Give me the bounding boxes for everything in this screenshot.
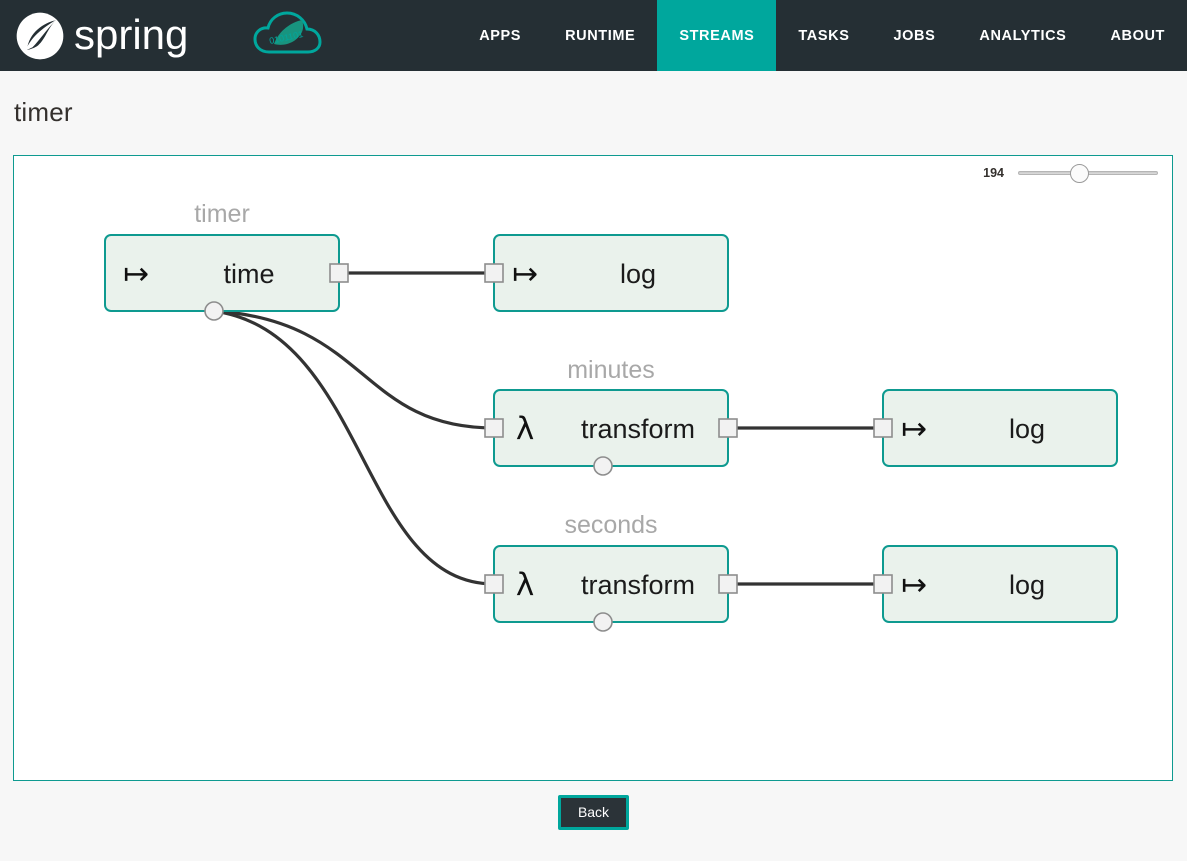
node-input-port[interactable] (873, 418, 893, 438)
graph-node-log-sink-seconds[interactable]: ↦ log (873, 545, 1118, 623)
graph-link[interactable] (212, 309, 496, 430)
zoom-control: 194 (983, 164, 1158, 183)
nav-item-apps[interactable]: APPS (457, 0, 543, 71)
graph-group-label: minutes (567, 356, 655, 384)
footer: Back (0, 795, 1187, 830)
lambda-processor-icon: λ (516, 567, 534, 603)
brand-logo[interactable]: spring 0101101 (0, 0, 324, 71)
nav-item-jobs[interactable]: JOBS (872, 0, 958, 71)
node-output-port[interactable] (718, 418, 738, 438)
spring-wordmark: spring (74, 11, 188, 58)
graph-node-transform-seconds[interactable]: λ transform (484, 545, 738, 632)
node-label: transform (581, 414, 695, 444)
svg-text:spring: spring (74, 11, 188, 58)
node-label: transform (581, 570, 695, 600)
zoom-slider[interactable] (1018, 164, 1158, 183)
sink-arrow-icon: ↦ (901, 411, 927, 447)
nav-label-about: ABOUT (1110, 27, 1165, 44)
nav-item-analytics[interactable]: ANALYTICS (957, 0, 1088, 71)
nav-item-runtime[interactable]: RUNTIME (543, 0, 657, 71)
nav-label-tasks: TASKS (798, 27, 850, 44)
source-arrow-icon: ↦ (123, 256, 149, 292)
nav-item-streams[interactable]: STREAMS (657, 0, 777, 71)
link-layer (212, 271, 885, 586)
node-label: time (223, 259, 274, 289)
graph-node-log-sink-timer[interactable]: ↦ log (484, 234, 729, 312)
graph-node-time-source[interactable]: ↦ time (104, 234, 349, 321)
node-input-port[interactable] (873, 574, 893, 594)
node-output-port[interactable] (329, 263, 349, 283)
stream-definition-canvas[interactable]: 194 timer minutes seconds ↦ time ↦ log λ transfo… (13, 155, 1173, 781)
graph-node-transform-minutes[interactable]: λ transform (484, 389, 738, 476)
nav-label-apps: APPS (479, 27, 522, 44)
zoom-value: 194 (983, 166, 1004, 180)
nav-item-about[interactable]: ABOUT (1088, 0, 1187, 71)
nav-label-runtime: RUNTIME (565, 27, 636, 44)
graph-group-label: seconds (564, 511, 657, 539)
sink-arrow-icon: ↦ (901, 567, 927, 603)
node-label: log (1009, 570, 1045, 600)
graph-link[interactable] (212, 309, 496, 586)
node-output-port[interactable] (718, 574, 738, 594)
node-tap-port[interactable] (593, 456, 613, 476)
node-input-port[interactable] (484, 418, 504, 438)
graph-node-log-sink-minutes[interactable]: ↦ log (873, 389, 1118, 467)
stream-graph[interactable]: timer minutes seconds ↦ time ↦ log λ transform ↦ l… (14, 156, 1172, 780)
sink-arrow-icon: ↦ (512, 256, 538, 292)
node-tap-port[interactable] (204, 301, 224, 321)
nav-label-streams: STREAMS (679, 27, 755, 44)
nav-item-tasks[interactable]: TASKS (776, 0, 871, 71)
node-input-port[interactable] (484, 263, 504, 283)
node-input-port[interactable] (484, 574, 504, 594)
spring-cloud-dataflow-icon: 0101101 (253, 10, 322, 53)
spring-leaf-logo-icon (16, 12, 64, 59)
graph-group-label: timer (194, 200, 250, 228)
zoom-slider-thumb[interactable] (1070, 164, 1090, 183)
nav-label-jobs: JOBS (893, 27, 936, 44)
lambda-processor-icon: λ (516, 411, 534, 447)
top-navbar: spring 0101101 APPS RUNTIME STREAMS TASK… (0, 0, 1187, 71)
nav-links: APPS RUNTIME STREAMS TASKS JOBS ANALYTIC… (457, 0, 1187, 71)
node-label: log (1009, 414, 1045, 444)
node-label: log (620, 259, 656, 289)
page-title: timer (14, 97, 73, 127)
node-tap-port[interactable] (593, 612, 613, 632)
back-button[interactable]: Back (557, 795, 630, 830)
nav-label-analytics: ANALYTICS (979, 27, 1067, 44)
